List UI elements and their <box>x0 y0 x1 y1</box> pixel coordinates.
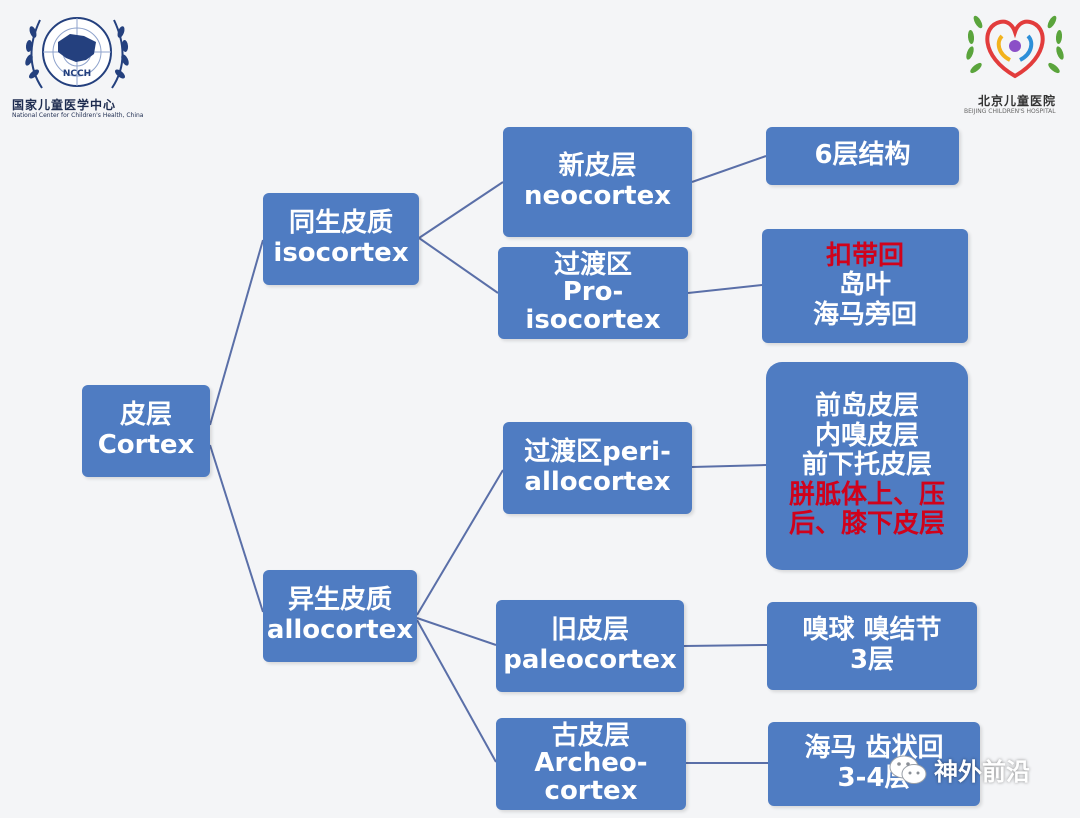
node-paleo-examples-line-1: 嗅球 嗅结节 <box>802 615 942 646</box>
connector-cortex-isocortex <box>209 239 264 426</box>
connector-allocortex-periallocortex <box>416 469 504 616</box>
node-proisocortex-line-3: isocortex <box>525 304 661 335</box>
node-peri-examples-line-4: 胼胝体上、压 <box>788 479 945 510</box>
ncch-name-cn: 国家儿童医学中心 <box>12 98 117 112</box>
bch-name-cn: 北京儿童医院 <box>978 94 1057 108</box>
node-proisocortex-line-1: 过渡区 <box>553 250 632 281</box>
un-wreath-globe-icon: NCCH <box>25 17 129 89</box>
bch-name-en: BEIJING CHILDREN'S HOSPITAL <box>964 108 1056 115</box>
node-peri-examples-line-5: 后、膝下皮层 <box>788 509 945 540</box>
node-cortex-line-2: Cortex <box>97 430 195 460</box>
node-pro-examples: 扣带回 岛叶 海马旁回 <box>762 229 968 343</box>
bch-logo: 北京儿童医院 BEIJING CHILDREN'S HOSPITAL <box>960 6 1075 121</box>
node-six-layers: 6层结构 <box>766 127 959 185</box>
node-pro-examples-line-2: 岛叶 <box>838 270 891 301</box>
node-pro-examples-line-3: 海马旁回 <box>812 299 917 330</box>
connector-paleocortex-examples <box>683 644 768 647</box>
node-paleocortex: 旧皮层 paleocortex <box>496 600 684 692</box>
node-peri-examples: 前岛皮层 内嗅皮层 前下托皮层 胼胝体上、压 后、膝下皮层 <box>766 362 968 570</box>
node-paleocortex-line-1: 旧皮层 <box>550 615 629 646</box>
node-archeo-examples: 海马 齿状回 3-4层 <box>768 722 980 806</box>
node-cortex-line-1: 皮层 <box>119 400 172 431</box>
ncch-emblem-text: NCCH <box>63 69 91 79</box>
node-isocortex-line-1: 同生皮质 <box>288 208 393 239</box>
node-archeocortex-line-3: cortex <box>544 775 638 806</box>
connector-allocortex-paleocortex <box>416 617 497 646</box>
node-archeocortex: 古皮层 Archeo- cortex <box>496 718 686 810</box>
connector-proisocortex-examples <box>687 284 763 294</box>
node-cortex: 皮层 Cortex <box>82 385 210 477</box>
node-paleo-examples: 嗅球 嗅结节 3层 <box>767 602 977 690</box>
node-peri-examples-line-1: 前岛皮层 <box>814 390 919 421</box>
connector-isocortex-neocortex <box>418 181 504 239</box>
node-allocortex: 异生皮质 allocortex <box>263 570 417 662</box>
node-proisocortex-line-2: Pro- <box>562 277 624 308</box>
connector-periallocortex-examples <box>691 464 767 468</box>
node-neocortex-line-1: 新皮层 <box>558 151 637 182</box>
connector-isocortex-proisocortex <box>418 237 499 294</box>
node-neocortex-line-2: neocortex <box>524 181 671 211</box>
node-six-layers-line-1: 6层结构 <box>814 140 911 171</box>
connector-allocortex-archeocortex <box>416 619 497 763</box>
node-periallocortex-line-1: 过渡区peri- <box>524 437 671 468</box>
wechat-icon <box>889 755 927 784</box>
node-paleocortex-line-2: paleocortex <box>503 645 677 675</box>
node-paleo-examples-line-2: 3层 <box>849 645 895 675</box>
watermark-text: 神外前沿 <box>934 758 1030 786</box>
node-allocortex-line-1: 异生皮质 <box>287 585 392 616</box>
connector-neocortex-sixlayers <box>691 155 767 183</box>
ncch-name-en: National Center for Children's Health, C… <box>12 112 144 119</box>
node-neocortex: 新皮层 neocortex <box>503 127 692 237</box>
node-periallocortex: 过渡区peri- allocortex <box>503 422 692 514</box>
node-peri-examples-line-2: 内嗅皮层 <box>814 420 919 451</box>
node-isocortex-line-2: isocortex <box>273 238 409 268</box>
node-allocortex-line-2: allocortex <box>266 615 414 645</box>
ncch-logo: NCCH 国家儿童医学中心 National Center for Childr… <box>12 8 162 119</box>
watermark: 神外前沿 <box>888 752 1030 787</box>
connector-cortex-allocortex <box>209 444 264 613</box>
node-isocortex: 同生皮质 isocortex <box>263 193 419 285</box>
node-archeo-examples-line-1: 海马 齿状回 <box>804 733 944 764</box>
node-proisocortex: 过渡区 Pro- isocortex <box>498 247 688 339</box>
node-pro-examples-line-1: 扣带回 <box>825 240 904 271</box>
node-periallocortex-line-2: allocortex <box>524 467 671 497</box>
node-archeocortex-line-2: Archeo- <box>534 748 648 779</box>
heart-wreath-icon <box>966 15 1064 79</box>
node-archeocortex-line-1: 古皮层 <box>551 721 630 752</box>
node-peri-examples-line-3: 前下托皮层 <box>801 450 932 481</box>
